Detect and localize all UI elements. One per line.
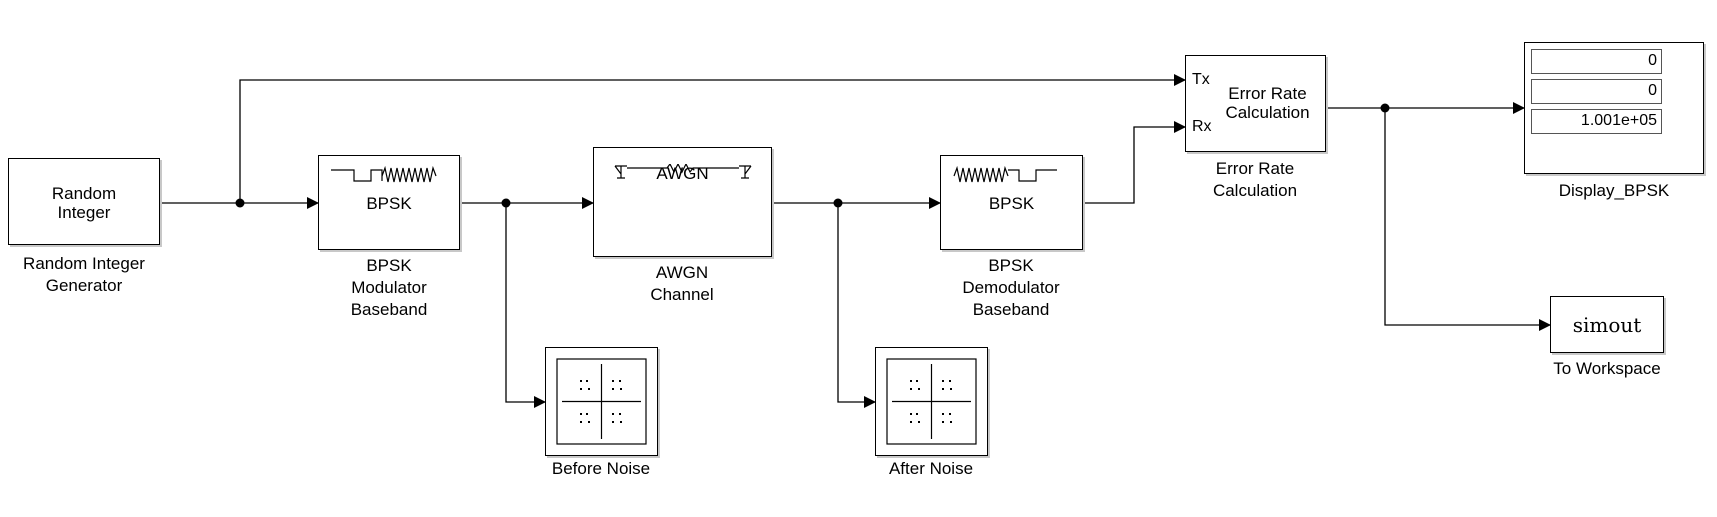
awgn-block-label: AWGN — [656, 164, 709, 183]
to-workspace-block[interactable]: simout — [1550, 296, 1664, 353]
constellation-icon — [556, 358, 647, 445]
demodulated-waveform-icon — [953, 165, 1057, 183]
display-bpsk-caption: Display_BPSK — [1558, 181, 1670, 200]
display-value-1: 0 — [1531, 49, 1662, 74]
bpsk-modulator-caption: BPSK Modulator Baseband — [350, 256, 428, 319]
modulated-waveform-icon — [331, 165, 437, 183]
display-bpsk-block[interactable]: 0 0 1.001e+05 — [1524, 42, 1704, 174]
bpsk-demodulator-block[interactable]: BPSK — [940, 155, 1083, 250]
random-integer-block-label: Random Integer — [51, 184, 117, 222]
to-workspace-block-label: simout — [1572, 313, 1642, 337]
bpsk-modulator-block-label: BPSK — [366, 194, 412, 213]
line-err-to-workspace — [1384, 108, 1551, 331]
channel-icon — [614, 164, 752, 179]
awgn-channel-caption: AWGN Channel — [650, 263, 714, 304]
after-noise-scope-block[interactable] — [875, 347, 988, 456]
awgn-channel-block[interactable]: AWGN — [593, 147, 772, 257]
to-workspace-caption: To Workspace — [1553, 359, 1661, 378]
before-noise-caption: Before Noise — [551, 459, 651, 478]
random-integer-generator-block[interactable]: Random Integer — [8, 158, 160, 245]
bpsk-demodulator-block-label: BPSK — [988, 194, 1035, 213]
bpsk-demodulator-caption: BPSK Demodulator Baseband — [962, 256, 1060, 319]
before-noise-scope-block[interactable] — [545, 347, 658, 456]
error-rate-calculation-caption: Error Rate Calculation — [1212, 159, 1298, 200]
line-mod-to-before-noise — [505, 203, 546, 408]
branch-point — [501, 198, 511, 208]
error-rate-calculation-block[interactable]: Tx Rx Error Rate Calculation — [1185, 55, 1326, 152]
branch-point — [235, 198, 245, 208]
line-demod-to-rx — [1083, 121, 1186, 204]
constellation-icon — [886, 358, 977, 445]
bpsk-modulator-block[interactable]: BPSK — [318, 155, 460, 250]
random-integer-generator-caption: Random Integer Generator — [23, 254, 145, 295]
port-tx-label: Tx — [1192, 71, 1210, 88]
branch-point — [1380, 103, 1390, 113]
branch-point — [833, 198, 843, 208]
line-rig-to-tx — [239, 74, 1186, 203]
port-rx-label: Rx — [1192, 118, 1212, 135]
display-value-2: 0 — [1531, 79, 1662, 104]
error-rate-block-label: Error Rate Calculation — [1225, 84, 1310, 122]
line-awgn-to-after-noise — [837, 203, 876, 408]
display-value-3: 1.001e+05 — [1531, 109, 1662, 134]
after-noise-caption: After Noise — [888, 459, 974, 478]
